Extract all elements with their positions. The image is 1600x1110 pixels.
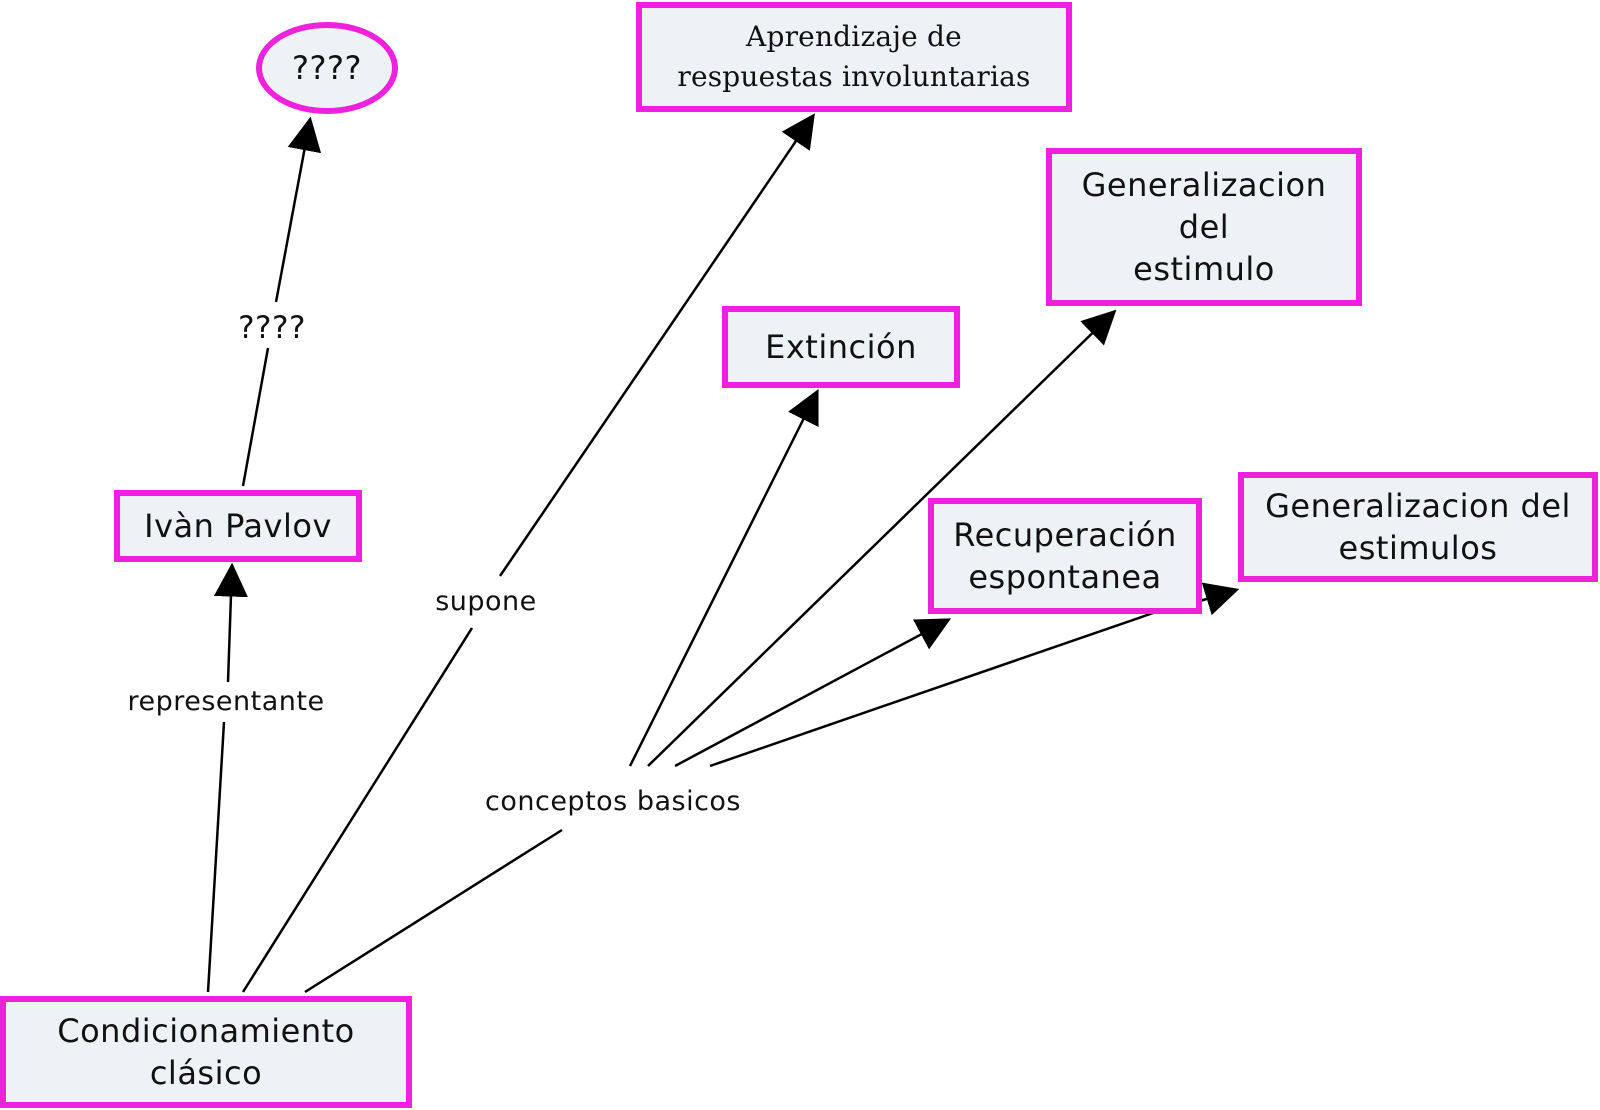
supone-link-label: supone [431, 583, 541, 621]
extincion-node[interactable]: Extinción [722, 306, 960, 388]
line-condicionamiento-to-supone [241, 627, 474, 993]
generalizacion-node[interactable]: Generalizacion del estimulo [1046, 148, 1362, 306]
arrow-to-pavlov [213, 562, 248, 683]
recuperacion-node[interactable]: Recuperación espontanea [928, 498, 1202, 614]
pavlov-node[interactable]: Ivàn Pavlov [114, 490, 362, 562]
line-pavlov-to-unknown-link [241, 347, 270, 487]
unknown-concept-node[interactable]: ???? [256, 22, 398, 114]
generalizacion-estimulos-node[interactable]: Generalizacion del estimulos [1238, 472, 1598, 582]
unknown-link-label: ???? [234, 309, 310, 347]
arrow-to-unknown-node [274, 116, 322, 303]
line-condicionamiento-to-conceptos [304, 828, 563, 994]
arrow-to-recuperacion [674, 618, 951, 768]
representante-link-label: representante [123, 683, 329, 721]
aprendizaje-node[interactable]: Aprendizaje de respuestas involuntarias [636, 2, 1072, 112]
arrow-to-extincion [628, 388, 819, 767]
line-to-generalizacion-estimulos [709, 610, 1157, 768]
line-condicionamiento-to-representante [206, 721, 226, 993]
condicionamiento-node[interactable]: Condicionamiento clásico [0, 996, 412, 1108]
arrow-to-aprendizaje [498, 113, 815, 577]
conceptos-basicos-link-label: conceptos basicos [480, 783, 746, 821]
arrow-to-generalizacion [647, 309, 1117, 767]
